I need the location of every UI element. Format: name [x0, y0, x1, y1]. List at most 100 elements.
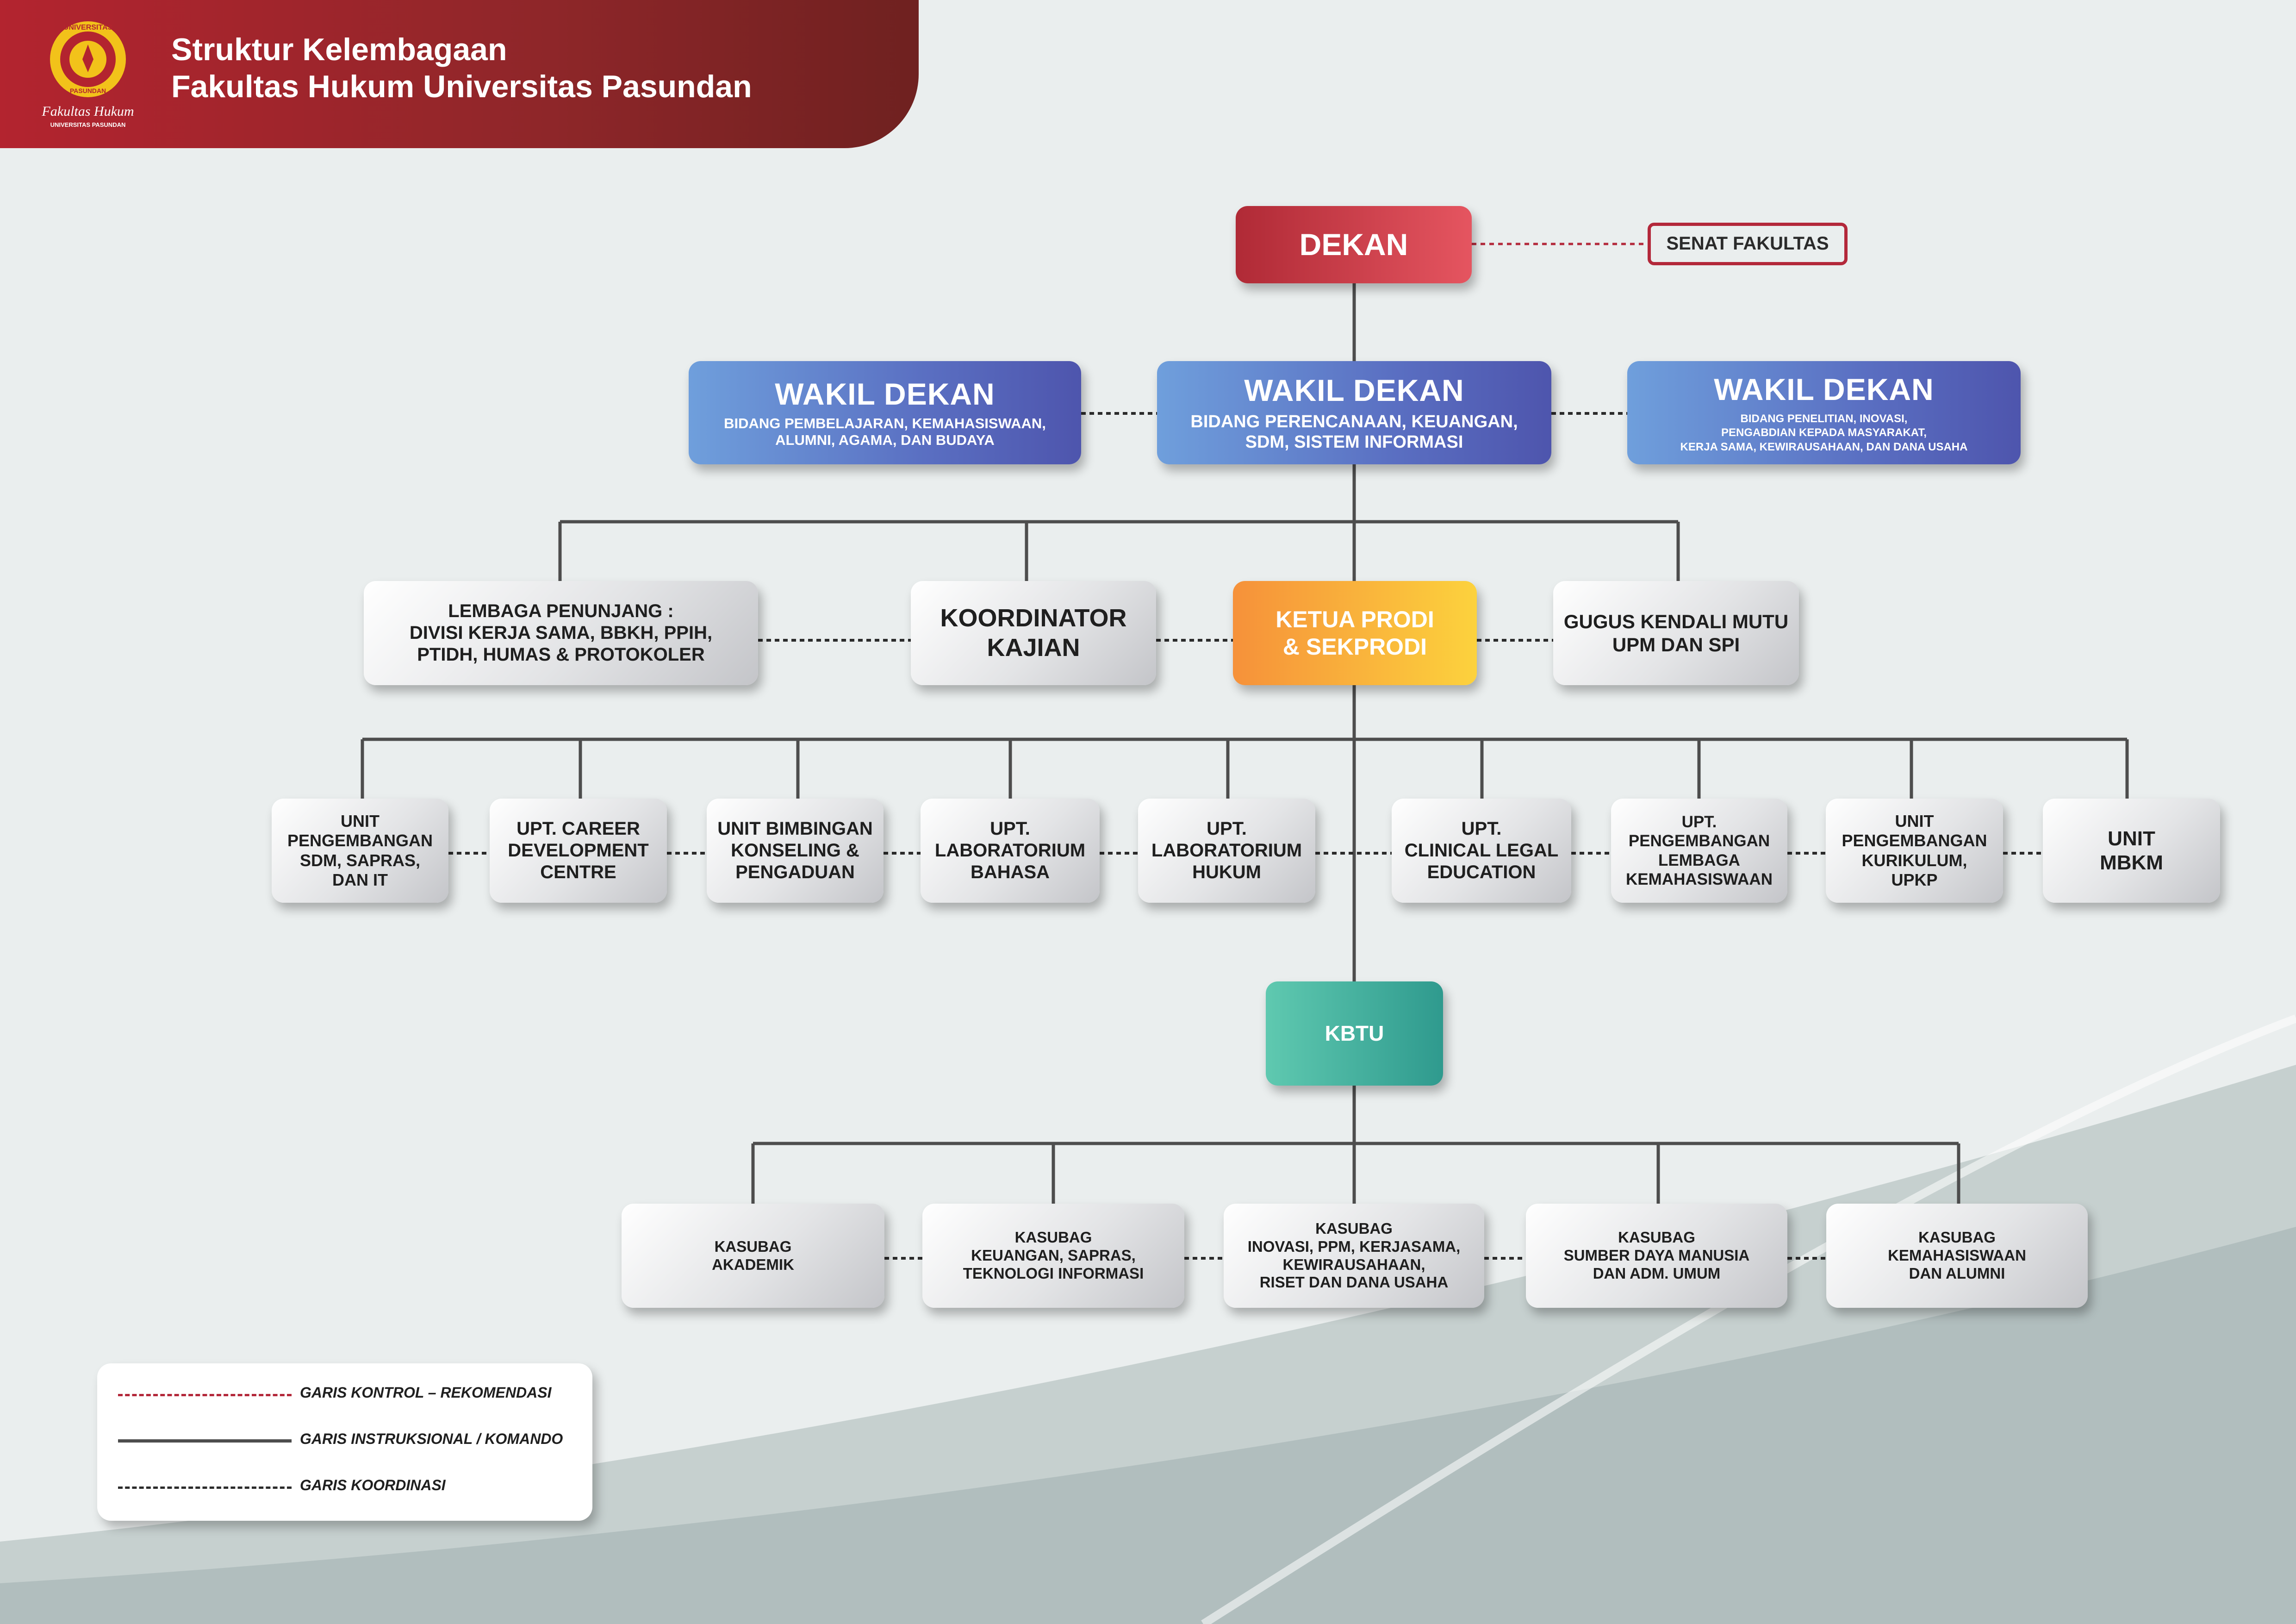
unit-1-line2: PENGEMBANGAN	[287, 831, 433, 850]
kasubag-inovasi-box: KASUBAG INOVASI, PPM, KERJASAMA, KEWIRAU…	[1224, 1204, 1484, 1308]
kasubag-3-line4: RISET DAN DANA USAHA	[1259, 1274, 1449, 1291]
unit-1-line1: UNIT	[341, 811, 380, 831]
lembaga-penunjang-line3: PTIDH, HUMAS & PROTOKOLER	[417, 644, 705, 665]
legend: GARIS KONTROL – REKOMENDASI GARIS INSTRU…	[97, 1363, 592, 1521]
wakil-dekan-1-line2: ALUMNI, AGAMA, DAN BUDAYA	[775, 432, 995, 449]
unit-1-line4: DAN IT	[332, 870, 388, 889]
kasubag-3-line2: INOVASI, PPM, KERJASAMA,	[1247, 1237, 1461, 1255]
upt-pengembangan-lembaga-box: UPT. PENGEMBANGAN LEMBAGA KEMAHASISWAAN	[1611, 799, 1787, 903]
unit-pengembangan-sdm-box: UNIT PENGEMBANGAN SDM, SAPRAS, DAN IT	[272, 799, 448, 903]
unit-2-line3: CENTRE	[540, 862, 616, 883]
unit-bimbingan-konseling-box: UNIT BIMBINGAN KONSELING & PENGADUAN	[707, 799, 884, 903]
unit-7-line4: KEMAHASISWAAN	[1626, 870, 1773, 888]
senat-fakultas-box: SENAT FAKULTAS	[1648, 223, 1848, 265]
wakil-dekan-2-line2: SDM, SISTEM INFORMASI	[1245, 432, 1463, 452]
kasubag-4-line3: DAN ADM. UMUM	[1593, 1264, 1721, 1282]
unit-5-line3: HUKUM	[1192, 862, 1261, 883]
kasubag-5-line3: DAN ALUMNI	[1909, 1264, 2005, 1282]
kbtu-label: KBTU	[1325, 1021, 1384, 1046]
koordinator-kajian-line1: KOORDINATOR	[940, 604, 1127, 632]
legend-command-label: GARIS INSTRUKSIONAL / KOMANDO	[300, 1430, 563, 1447]
koordinator-kajian-box: KOORDINATOR KAJIAN	[911, 581, 1156, 685]
unit-5-line1: UPT.	[1207, 818, 1247, 839]
kasubag-sdm-box: KASUBAG SUMBER DAYA MANUSIA DAN ADM. UMU…	[1526, 1204, 1787, 1308]
page-title-line2: Fakultas Hukum Universitas Pasundan	[171, 69, 752, 104]
kasubag-2-line1: KASUBAG	[1014, 1229, 1092, 1246]
kasubag-5-line1: KASUBAG	[1918, 1229, 1996, 1246]
logo-signature: Fakultas Hukum	[41, 104, 134, 119]
unit-9-line2: MBKM	[2100, 851, 2163, 874]
unit-8-line3: KURIKULUM,	[1861, 850, 1967, 870]
wakil-dekan-1-line1: BIDANG PEMBELAJARAN, KEMAHASISWAAN,	[724, 415, 1046, 431]
wakil-dekan-3-line2: PENGABDIAN KEPADA MASYARAKAT,	[1721, 426, 1927, 439]
dekan-box: DEKAN	[1236, 206, 1472, 283]
kbtu-box: KBTU	[1266, 981, 1443, 1086]
kasubag-3-line1: KASUBAG	[1315, 1219, 1393, 1237]
ketua-prodi-box: KETUA PRODI & SEKPRODI	[1233, 581, 1477, 685]
kasubag-akademik-box: KASUBAG AKADEMIK	[622, 1204, 884, 1308]
kasubag-keuangan-box: KASUBAG KEUANGAN, SAPRAS, TEKNOLOGI INFO…	[922, 1204, 1184, 1308]
unit-3-line1: UNIT BIMBINGAN	[717, 818, 873, 839]
wakil-dekan-3-box: WAKIL DEKAN BIDANG PENELITIAN, INOVASI, …	[1627, 361, 2021, 464]
unit-pengembangan-kurikulum-box: UNIT PENGEMBANGAN KURIKULUM, UPKP	[1826, 799, 2003, 903]
unit-2-line2: DEVELOPMENT	[508, 840, 649, 861]
unit-5-line2: LABORATORIUM	[1151, 840, 1302, 861]
upt-career-development-box: UPT. CAREER DEVELOPMENT CENTRE	[490, 799, 667, 903]
kasubag-4-line2: SUMBER DAYA MANUSIA	[1563, 1247, 1750, 1264]
legend-control-label: GARIS KONTROL – REKOMENDASI	[300, 1384, 552, 1401]
unit-6-line2: CLINICAL LEGAL	[1404, 840, 1559, 861]
kasubag-1-line2: AKADEMIK	[712, 1255, 794, 1273]
unit-8-line4: UPKP	[1891, 870, 1938, 889]
wakil-dekan-2-box: WAKIL DEKAN BIDANG PERENCANAAN, KEUANGAN…	[1157, 361, 1551, 464]
unit-4-line2: LABORATORIUM	[934, 840, 1086, 861]
gugus-kendali-mutu-line1: GUGUS KENDALI MUTU	[1563, 610, 1789, 632]
legend-coordination-label: GARIS KOORDINASI	[300, 1477, 446, 1493]
wakil-dekan-3-title: WAKIL DEKAN	[1714, 372, 1934, 407]
legend-control-line	[118, 1394, 292, 1396]
wakil-dekan-2-line1: BIDANG PERENCANAAN, KEUANGAN,	[1190, 412, 1518, 431]
page-title-line1: Struktur Kelembagaan	[171, 32, 507, 67]
senat-fakultas-label: SENAT FAKULTAS	[1666, 233, 1829, 254]
kasubag-2-line2: KEUANGAN, SAPRAS,	[971, 1247, 1136, 1264]
upt-laboratorium-bahasa-box: UPT. LABORATORIUM BAHASA	[921, 799, 1100, 903]
dekan-label: DEKAN	[1299, 227, 1408, 262]
unit-1-line3: SDM, SAPRAS,	[299, 850, 421, 870]
wakil-dekan-1-title: WAKIL DEKAN	[775, 376, 995, 411]
upt-laboratorium-hukum-box: UPT. LABORATORIUM HUKUM	[1138, 799, 1315, 903]
kasubag-kemahasiswaan-box: KASUBAG KEMAHASISWAAN DAN ALUMNI	[1826, 1204, 2088, 1308]
unit-3-line2: KONSELING &	[731, 840, 859, 861]
upt-clinical-legal-education-box: UPT. CLINICAL LEGAL EDUCATION	[1392, 799, 1571, 903]
unit-7-line1: UPT.	[1681, 812, 1717, 831]
logo-sub-text: UNIVERSITAS PASUNDAN	[50, 121, 126, 128]
wakil-dekan-3-line3: KERJA SAMA, KEWIRAUSAHAAN, DAN DANA USAH…	[1680, 440, 1968, 453]
unit-2-line1: UPT. CAREER	[516, 818, 640, 839]
unit-8-line1: UNIT	[1895, 811, 1934, 831]
logo-bottom-text: PASUNDAN	[70, 87, 106, 94]
university-logo: UNIVERSITAS PASUNDAN Fakultas Hukum UNIV…	[41, 21, 134, 128]
legend-command-line	[118, 1439, 292, 1443]
lembaga-penunjang-line2: DIVISI KERJA SAMA, BBKH, PPIH,	[409, 622, 713, 643]
kasubag-4-line1: KASUBAG	[1618, 1229, 1695, 1246]
wakil-dekan-3-line1: BIDANG PENELITIAN, INOVASI,	[1740, 412, 1908, 425]
unit-6-line1: UPT.	[1461, 818, 1502, 839]
unit-7-line2: PENGEMBANGAN	[1628, 832, 1770, 850]
unit-9-line1: UNIT	[2108, 827, 2155, 850]
unit-7-line3: LEMBAGA	[1658, 851, 1740, 869]
unit-4-line3: BAHASA	[970, 862, 1050, 883]
kasubag-3-line3: KEWIRAUSAHAAN,	[1282, 1255, 1425, 1273]
gugus-kendali-mutu-line2: UPM DAN SPI	[1612, 633, 1740, 656]
wakil-dekan-2-title: WAKIL DEKAN	[1244, 373, 1464, 407]
lembaga-penunjang-line1: LEMBAGA PENUNJANG :	[448, 600, 674, 621]
unit-mbkm-box: UNIT MBKM	[2043, 799, 2220, 903]
gugus-kendali-mutu-box: GUGUS KENDALI MUTU UPM DAN SPI	[1553, 581, 1799, 685]
kasubag-5-line2: KEMAHASISWAAN	[1888, 1247, 2026, 1264]
unit-6-line3: EDUCATION	[1427, 862, 1536, 883]
ketua-prodi-line1: KETUA PRODI	[1276, 606, 1434, 632]
ketua-prodi-line2: & SEKPRODI	[1282, 633, 1427, 660]
wakil-dekan-1-box: WAKIL DEKAN BIDANG PEMBELAJARAN, KEMAHAS…	[689, 361, 1081, 464]
kasubag-2-line3: TEKNOLOGI INFORMASI	[963, 1264, 1144, 1282]
header-banner: UNIVERSITAS PASUNDAN Fakultas Hukum UNIV…	[0, 0, 919, 148]
unit-8-line2: PENGEMBANGAN	[1842, 831, 1987, 850]
kasubag-1-line1: KASUBAG	[714, 1237, 792, 1255]
unit-4-line1: UPT.	[990, 818, 1030, 839]
